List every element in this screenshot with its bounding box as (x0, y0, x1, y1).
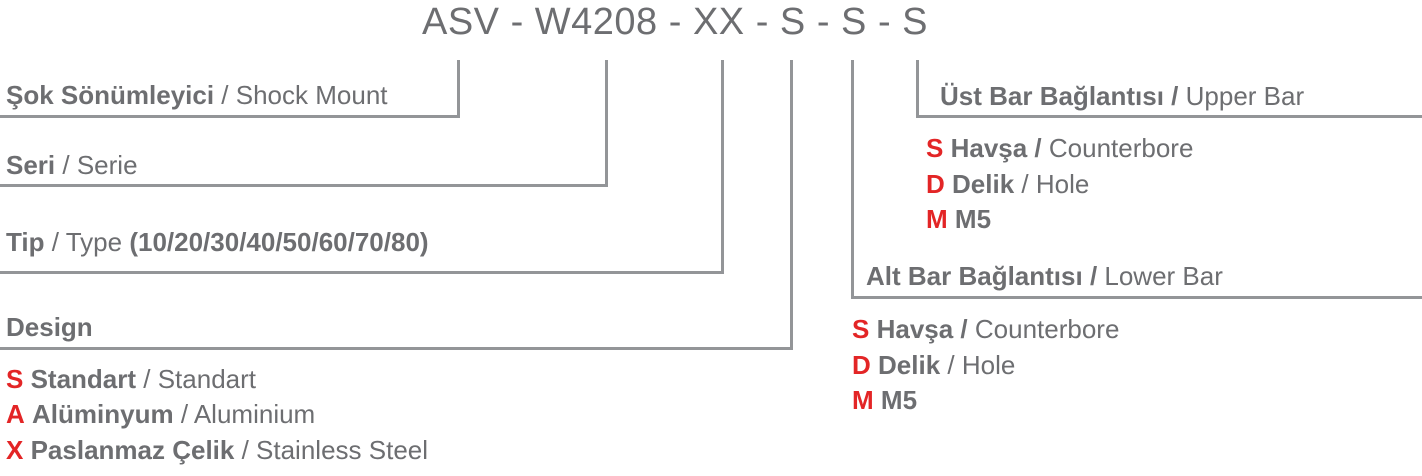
label-tr: Şok Sönümleyici (6, 80, 215, 110)
connector-design (790, 60, 793, 350)
option-en: Counterbore (1048, 133, 1194, 163)
option-code: S (852, 314, 870, 344)
option-en: Counterbore (974, 314, 1120, 344)
connector-upper-h (916, 115, 1422, 118)
option-code: M (926, 204, 948, 234)
option-code: A (6, 399, 25, 429)
option-tr: Standart (30, 364, 137, 394)
label-shock-mount: Şok Sönümleyici / Shock Mount (6, 80, 388, 110)
connector-serie-h (0, 184, 608, 187)
connector-serie (605, 60, 608, 187)
connector-shock-h (0, 115, 460, 118)
label-lower-bar: Alt Bar Bağlantısı / Lower Bar (866, 261, 1223, 291)
upper-option: D Delik / Hole (926, 169, 1089, 199)
upper-option: S Havşa / Counterbore (926, 133, 1193, 163)
label-en: Type (65, 227, 130, 257)
option-code: D (852, 350, 871, 380)
option-code: X (6, 435, 24, 465)
separator: / (214, 80, 236, 110)
lower-option: D Delik / Hole (852, 350, 1015, 380)
upper-option: M M5 (926, 204, 991, 234)
option-en: Hole (1035, 169, 1090, 199)
lower-option: M M5 (852, 385, 917, 415)
option-tr: M5 (954, 204, 992, 234)
connector-upper (916, 60, 919, 118)
option-en: Hole (961, 350, 1016, 380)
label-en: Upper Bar (1185, 81, 1305, 111)
option-code: M (852, 385, 874, 415)
option-tr: M5 (880, 385, 918, 415)
lower-option: S Havşa / Counterbore (852, 314, 1119, 344)
type-values: (10/20/30/40/50/60/70/80) (129, 227, 429, 257)
label-serie: Seri / Serie (6, 150, 138, 180)
option-tr: Havşa (950, 133, 1028, 163)
connector-type-h (0, 271, 724, 274)
separator: / (173, 399, 194, 429)
design-option: X Paslanmaz Çelik / Stainless Steel (6, 435, 428, 465)
separator: / (1014, 169, 1036, 199)
option-code: S (926, 133, 944, 163)
option-en: Aluminium (193, 399, 316, 429)
separator: / (1082, 261, 1105, 291)
option-tr: Havşa (876, 314, 954, 344)
separator: / (1027, 133, 1049, 163)
label-design: Design (6, 312, 93, 342)
connector-lower-h (851, 296, 1422, 299)
model-code-title: ASV - W4208 - XX - S - S - S (421, 1, 928, 43)
label-en: Shock Mount (235, 80, 388, 110)
separator: / (234, 435, 257, 465)
option-tr: Delik (878, 350, 941, 380)
option-tr: Paslanmaz Çelik (30, 435, 235, 465)
label-en: Serie (76, 150, 138, 180)
option-tr: Delik (952, 169, 1015, 199)
design-option: S Standart / Standart (6, 364, 256, 394)
label-tr: Üst Bar Bağlantısı (940, 81, 1164, 111)
option-code: S (6, 364, 24, 394)
label-type: Tip / Type (10/20/30/40/50/60/70/80) (6, 227, 429, 257)
label-tr: Tip (6, 227, 45, 257)
connector-shock (457, 60, 460, 118)
option-code: D (926, 169, 945, 199)
label-en: Lower Bar (1104, 261, 1223, 291)
design-option: A Alüminyum / Aluminium (6, 399, 315, 429)
separator: / (940, 350, 962, 380)
label-tr: Seri (6, 150, 56, 180)
option-tr: Alüminyum (32, 399, 174, 429)
connector-type (721, 60, 724, 274)
option-en: Standart (157, 364, 257, 394)
separator: / (1163, 81, 1186, 111)
separator: / (953, 314, 975, 344)
separator: / (44, 227, 66, 257)
label-tr: Alt Bar Bağlantısı (866, 261, 1083, 291)
option-en: Stainless Steel (256, 435, 429, 465)
connector-design-h (0, 347, 793, 350)
label-upper-bar: Üst Bar Bağlantısı / Upper Bar (940, 81, 1304, 111)
connector-lower (851, 60, 854, 299)
separator: / (55, 150, 77, 180)
separator: / (136, 364, 158, 394)
